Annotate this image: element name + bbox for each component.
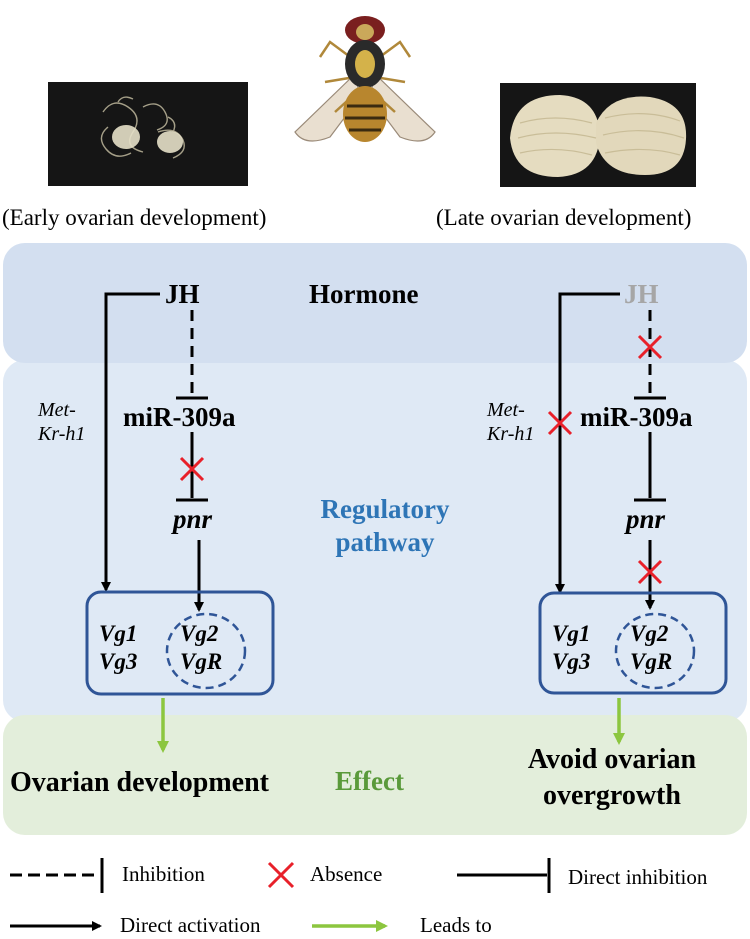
right-pnr-absence-mark: [637, 559, 663, 585]
legend-direct-activation-label: Direct activation: [120, 913, 261, 937]
left-vg2-gene: Vg2: [180, 621, 219, 646]
right-met-absence-mark: [547, 410, 573, 436]
legend-absence-symbol: [267, 861, 295, 889]
early-development-caption: (Early ovarian development): [2, 205, 267, 230]
right-mir309a-inhibits-pnr: [634, 432, 666, 502]
hormone-band: [3, 243, 747, 363]
right-outcome: Avoid ovarian overgrowth: [478, 742, 746, 814]
left-jh-inhibits-mir309a: [176, 310, 208, 400]
left-gene-box: [85, 590, 275, 696]
regulatory-pathway-label: Regulatory pathway: [290, 493, 480, 559]
left-jh-to-vg1-activation: [101, 292, 160, 592]
hormone-label: Hormone: [309, 279, 419, 309]
right-kr-h1-label: Kr-h1: [487, 423, 535, 445]
legend-inhibition-label: Inhibition: [122, 862, 205, 886]
left-vg1-gene: Vg1: [99, 621, 138, 646]
right-gene-list-inner: Vg2 VgR: [630, 620, 672, 676]
right-jh-to-vg1-activation: [555, 292, 620, 594]
left-gene-list-outer: Vg1 Vg3: [99, 620, 137, 676]
right-pnr-node: pnr: [626, 504, 666, 534]
left-mir309a-node: miR-309a: [123, 402, 236, 432]
fly-illustration: [285, 2, 445, 162]
left-kr-h1-label: Kr-h1: [38, 423, 86, 445]
late-development-caption: (Late ovarian development): [436, 205, 692, 230]
legend-leads-to-label: Leads to: [420, 913, 492, 937]
legend-absence-label: Absence: [310, 862, 383, 886]
right-jh-inhibits-mir309a: [634, 310, 666, 400]
right-vgr-gene: VgR: [630, 649, 673, 674]
right-gene-list-outer: Vg1 Vg3: [552, 620, 590, 676]
left-vg3-gene: Vg3: [99, 649, 138, 674]
left-mir309a-inhibits-pnr: [176, 432, 208, 502]
left-jh-node: JH: [165, 279, 200, 309]
left-gene-ellipse: [165, 612, 247, 690]
right-met-label: Met-: [487, 399, 525, 421]
early-ovary-photo: [48, 82, 248, 186]
legend-direct-inhibition-symbol: [457, 858, 551, 893]
late-ovary-photo: [500, 83, 696, 187]
right-jh-absence-mark: [637, 334, 663, 360]
left-met-label: Met-: [38, 399, 76, 421]
right-jh-node: JH: [624, 279, 659, 309]
right-gene-box: [538, 591, 728, 695]
right-met-kr-h1-label: Met- Kr-h1: [487, 398, 534, 446]
right-vg1-gene: Vg1: [552, 621, 591, 646]
right-mir309a-node: miR-309a: [580, 402, 693, 432]
right-outcome-line2: overgrowth: [543, 780, 681, 811]
effect-label: Effect: [335, 766, 404, 796]
regulatory-pathway-band: [3, 360, 747, 722]
legend-inhibition-symbol: [10, 858, 104, 893]
legend-direct-inhibition-label: Direct inhibition: [568, 865, 708, 889]
right-gene-ellipse: [614, 612, 696, 690]
left-outcome: Ovarian development: [10, 767, 269, 798]
right-vg2-gene: Vg2: [630, 621, 669, 646]
right-vg3-gene: Vg3: [552, 649, 591, 674]
regulatory-pathway-label-line1: Regulatory: [320, 494, 450, 524]
regulatory-pathway-label-line2: pathway: [335, 527, 435, 557]
left-vgr-gene: VgR: [180, 649, 223, 674]
right-outcome-line1: Avoid ovarian: [527, 744, 697, 775]
left-met-kr-h1-label: Met- Kr-h1: [38, 398, 85, 446]
left-pnr-node: pnr: [173, 504, 213, 534]
left-absence-mark: [179, 456, 205, 482]
left-gene-list-inner: Vg2 VgR: [180, 620, 222, 676]
